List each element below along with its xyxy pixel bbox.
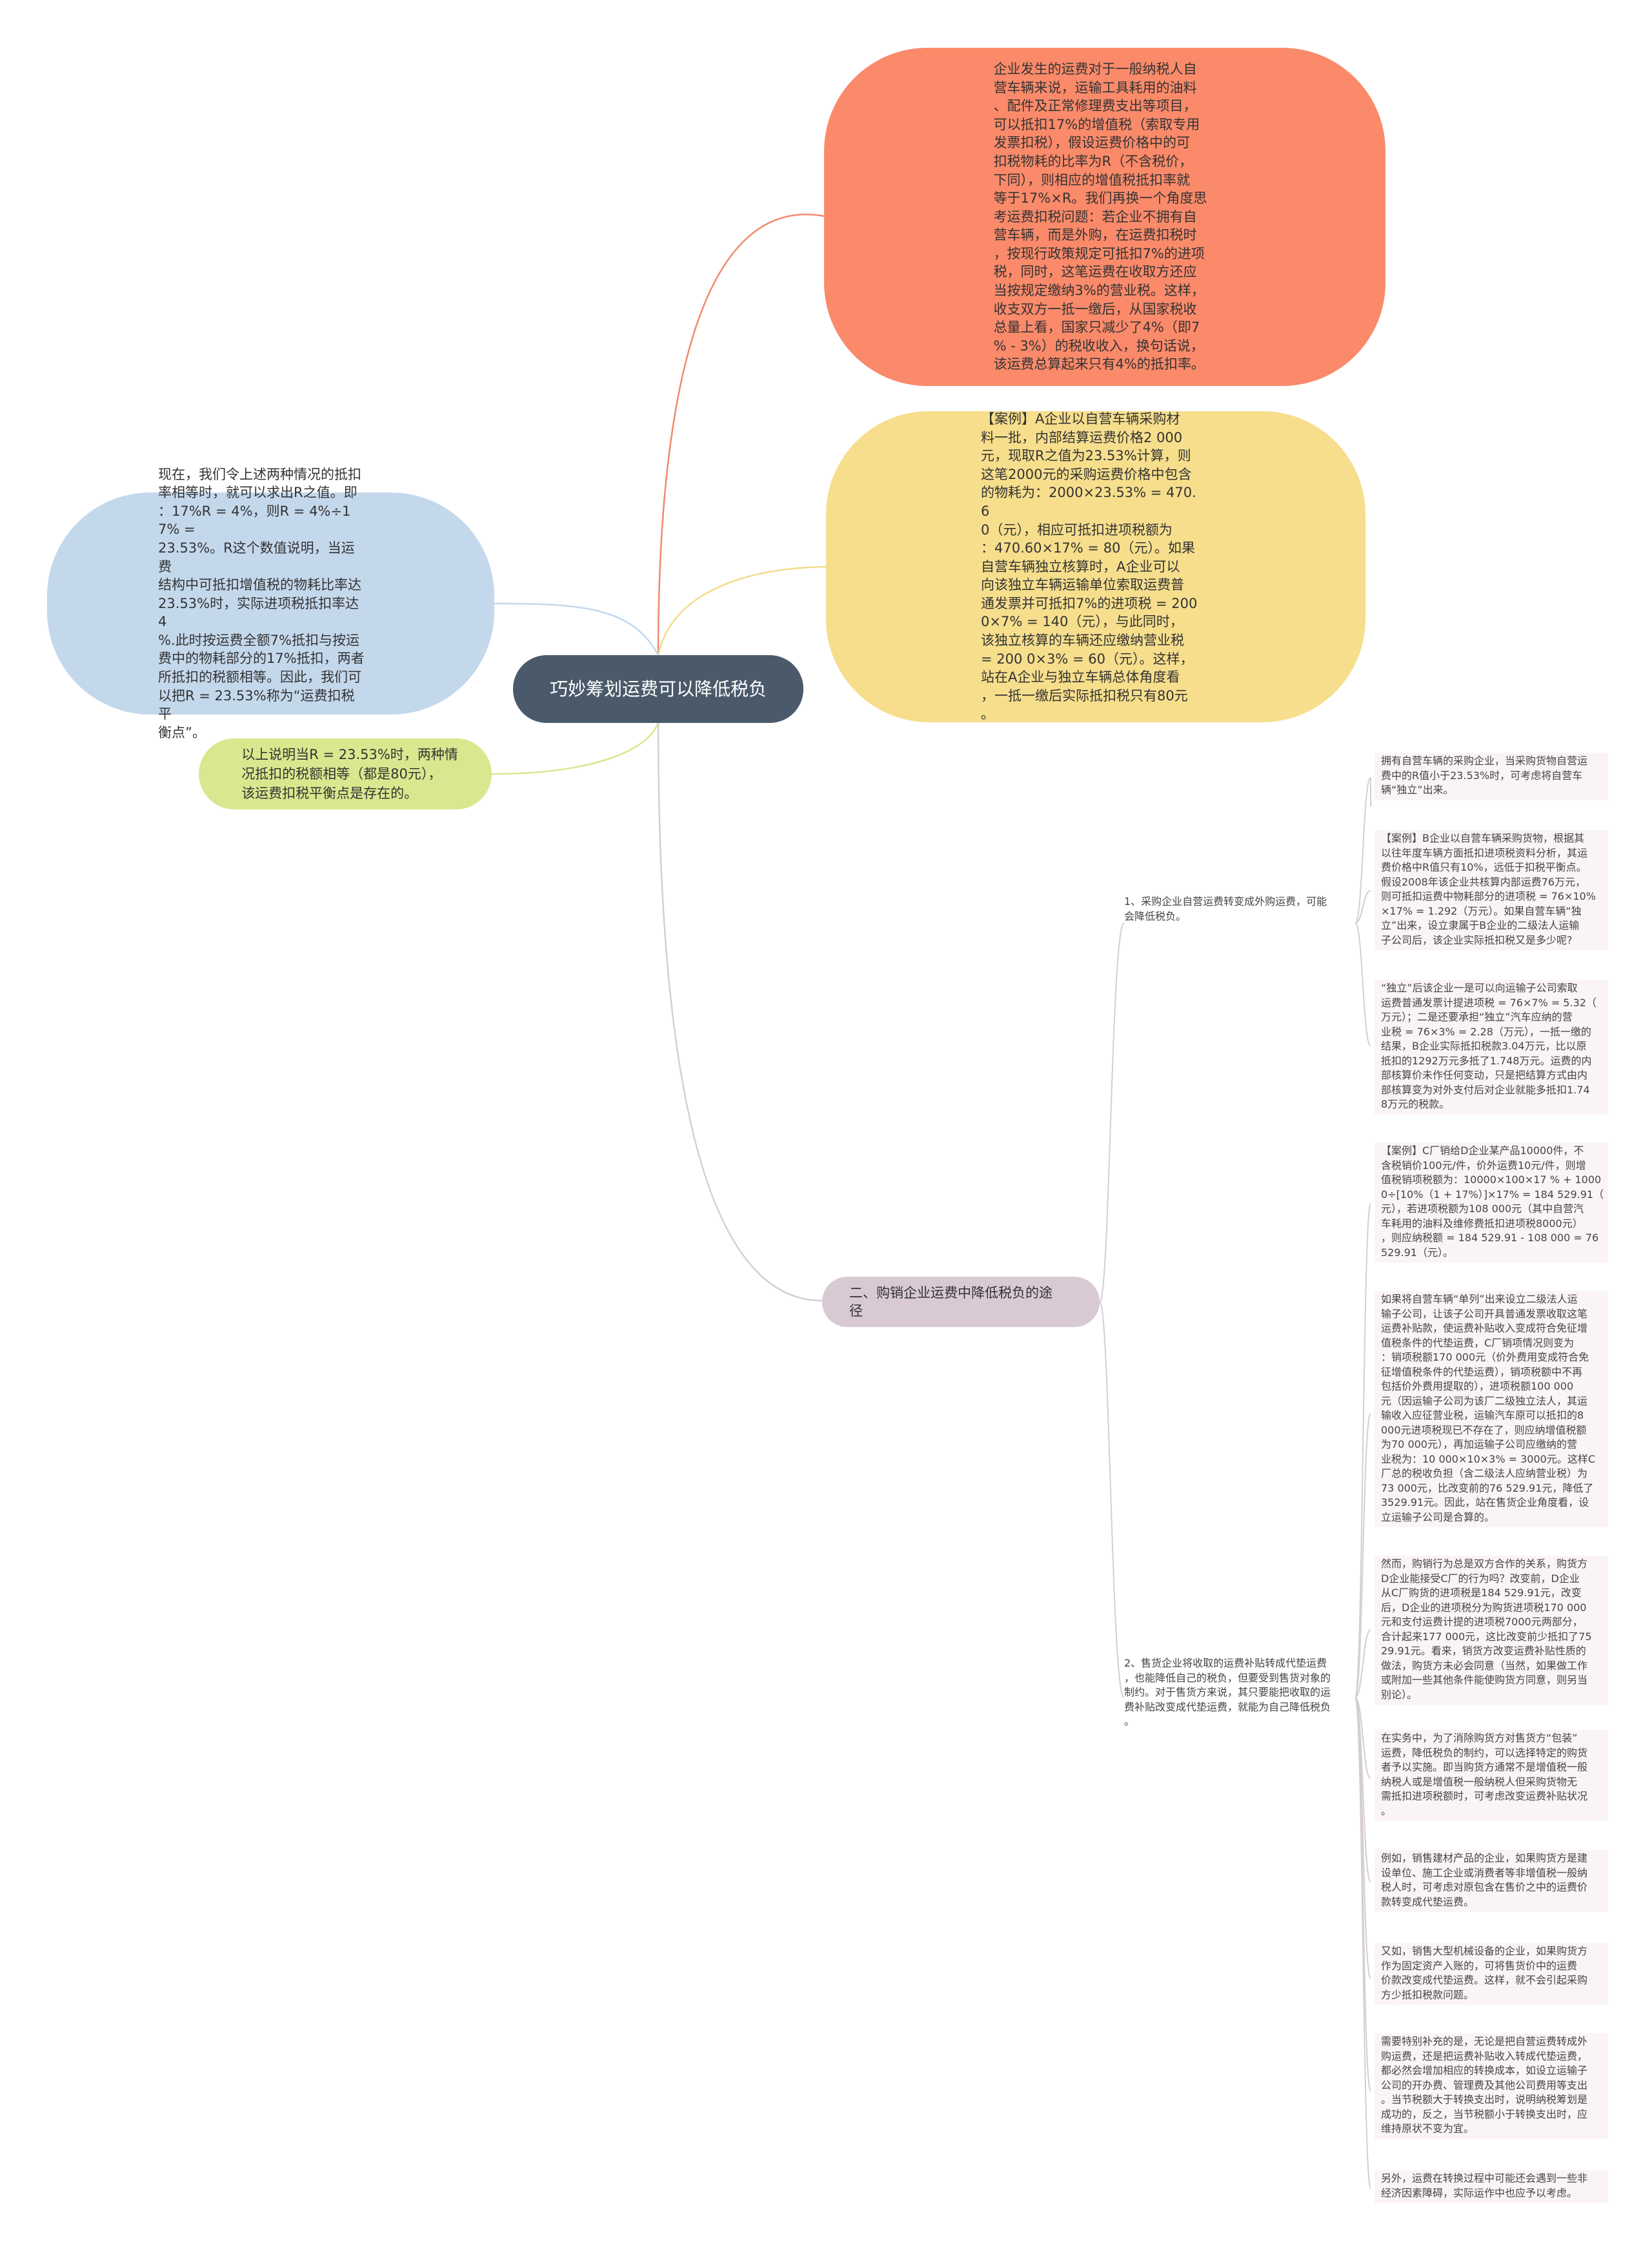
connector-sub2 (1099, 1301, 1125, 1698)
leaf-text: “独立”后该企业一是可以向运输子公司索取 运费普通发票计提进项税 = 76×7%… (1381, 982, 1597, 1110)
topic-bubble-yellow[interactable]: 【案例】A企业以自营车辆采购材 料一批，内部结算运费价格2 000 元，现取R之… (826, 411, 1365, 722)
connector-leaf-2-3 (1355, 1629, 1371, 1698)
leaf-text: 又如，销售大型机械设备的企业，如果购货方 作为固定资产入账的，可将售货价中的运费… (1381, 1945, 1588, 2001)
leaf-text: 在实务中，为了消除购货方对售货方“包装” 运费，降低税负的制约，可以选择特定的购… (1381, 1732, 1588, 1817)
leaf-node[interactable]: 【案例】B企业以自营车辆采购货物，根据其 以往年度车辆方面抵扣进项税资料分析，其… (1375, 830, 1608, 950)
topic-blue-text: 现在，我们令上述两种情况的抵扣 率相等时，就可以求出R之值。即 ：17%R = … (158, 466, 365, 740)
leaf-text: 如果将自营车辆“单列”出来设立二级法人运 输子公司，让该子公司开具普通发票收取这… (1381, 1293, 1596, 1523)
branch-topic-label: 二、购销企业运费中降低税负的途 径 (849, 1285, 1053, 1319)
connector-green (491, 722, 660, 775)
leaf-node[interactable]: 例如，销售建材产品的企业，如果购货方是建 设单位、施工企业或消费者等非增值税一般… (1375, 1850, 1608, 1912)
connector-leaf-2-1 (1355, 1203, 1371, 1698)
leaf-text: 另外，运费在转换过程中可能还会遇到一些非 经济因素障碍，实际运作中也应予以考虑。 (1381, 2172, 1588, 2199)
leaf-node[interactable]: 又如，销售大型机械设备的企业，如果购货方 作为固定资产入账的，可将售货价中的运费… (1375, 1943, 1608, 2005)
leaf-node[interactable]: 另外，运费在转换过程中可能还会遇到一些非 经济因素障碍，实际运作中也应予以考虑。 (1375, 2170, 1608, 2203)
connector-leaf-2-4 (1355, 1697, 1371, 1779)
connector-branch (657, 722, 823, 1302)
subtopic-1-label: 1、采购企业自营运费转变成外购运费，可能 会降低税负。 (1124, 895, 1327, 922)
topic-bubble-green[interactable]: 以上说明当R = 23.53%时，两种情 况抵扣的税额相等（都是80元）， 该运… (199, 738, 492, 809)
subtopic-1[interactable]: 1、采购企业自营运费转变成外购运费，可能 会降低税负。 (1124, 895, 1350, 924)
leaf-node[interactable]: “独立”后该企业一是可以向运输子公司索取 运费普通发票计提进项税 = 76×7%… (1375, 980, 1608, 1115)
branch-topic[interactable]: 二、购销企业运费中降低税负的途 径 (822, 1277, 1100, 1327)
connector-blue (494, 602, 660, 656)
leaf-text: 拥有自营车辆的采购企业，当采购货物自营运 费中的R值小于23.53%时，可考虑将… (1381, 755, 1588, 796)
connector-leaf-1-3 (1355, 922, 1371, 1046)
leaf-node[interactable]: 拥有自营车辆的采购企业，当采购货物自营运 费中的R值小于23.53%时，可考虑将… (1375, 753, 1608, 800)
leaf-node[interactable]: 在实务中，为了消除购货方对售货方“包装” 运费，降低税负的制约，可以选择特定的购… (1375, 1730, 1608, 1821)
connector-leaf-2-8 (1355, 1697, 1371, 2189)
leaf-text: 例如，销售建材产品的企业，如果购货方是建 设单位、施工企业或消费者等非增值税一般… (1381, 1852, 1588, 1908)
leaf-text: 然而，购销行为总是双方合作的关系，购货方 D企业能接受C厂的行为吗？改变前，D企… (1381, 1558, 1592, 1701)
connector-sub1 (1099, 922, 1125, 1303)
subtopic-2-label: 2、售货企业将收取的运费补贴转成代垫运费 ，也能降低自己的税负，但要受到售货对象… (1124, 1657, 1331, 1727)
topic-bubble-orange[interactable]: 企业发生的运费对于一般纳税人自 营车辆来说，运输工具耗用的油料 、配件及正常修理… (824, 48, 1385, 386)
central-topic-label: 巧妙筹划运费可以降低税负 (549, 678, 767, 700)
central-topic[interactable]: 巧妙筹划运费可以降低税负 (513, 655, 803, 723)
topic-green-text: 以上说明当R = 23.53%时，两种情 况抵扣的税额相等（都是80元）， 该运… (241, 747, 458, 801)
topic-yellow-text: 【案例】A企业以自营车辆采购材 料一批，内部结算运费价格2 000 元，现取R之… (981, 411, 1198, 722)
leaf-node[interactable]: 【案例】C厂销给D企业某产品10000件，不 含税销价100元/件，价外运费10… (1375, 1142, 1608, 1263)
topic-bubble-blue[interactable]: 现在，我们令上述两种情况的抵扣 率相等时，就可以求出R之值。即 ：17%R = … (47, 467, 494, 740)
topic-orange-text: 企业发生的运费对于一般纳税人自 营车辆来说，运输工具耗用的油料 、配件及正常修理… (993, 61, 1207, 372)
connector-yellow (657, 565, 828, 656)
leaf-node[interactable]: 如果将自营车辆“单列”出来设立二级法人运 输子公司，让该子公司开具普通发票收取这… (1375, 1291, 1608, 1527)
connector-leaf-2-7 (1355, 1697, 1371, 2092)
subtopic-2[interactable]: 2、售货企业将收取的运费补贴转成代垫运费 ，也能降低自己的税负，但要受到售货对象… (1124, 1656, 1350, 1729)
connector-leaf-1-2 (1355, 890, 1371, 924)
leaf-node[interactable]: 需要特别补充的是，无论是把自营运费转成外 购运费，还是把运费补贴收入转成代垫运费… (1375, 2033, 1608, 2139)
leaf-node[interactable]: 然而，购销行为总是双方合作的关系，购货方 D企业能接受C厂的行为吗？改变前，D企… (1375, 1556, 1608, 1705)
connector-leaf-1-1 (1355, 777, 1371, 924)
connector-orange (657, 214, 825, 656)
leaf-text: 【案例】C厂销给D企业某产品10000件，不 含税销价100元/件，价外运费10… (1381, 1144, 1604, 1259)
leaf-text: 【案例】B企业以自营车辆采购货物，根据其 以往年度车辆方面抵扣进项税资料分析，其… (1381, 832, 1596, 946)
leaf-text: 需要特别补充的是，无论是把自营运费转成外 购运费，还是把运费补贴收入转成代垫运费… (1381, 2035, 1588, 2135)
connector-leaf-2-2 (1355, 1413, 1371, 1698)
